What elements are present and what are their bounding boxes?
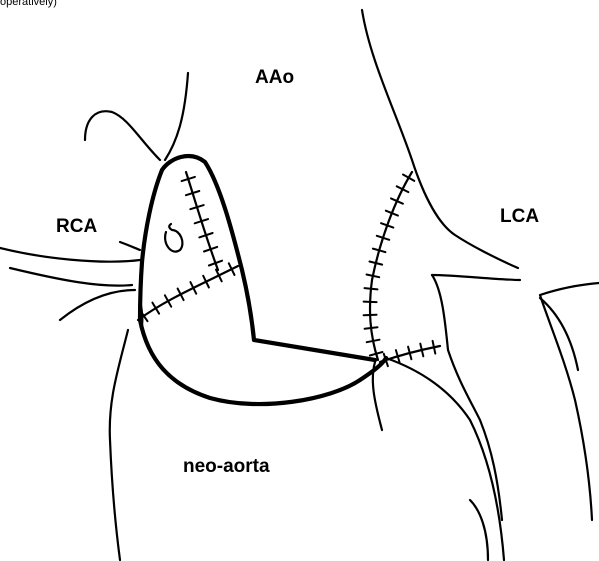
pa-suture-line: [370, 172, 412, 360]
stitch-mark: [364, 302, 377, 303]
label-rca: RCA: [56, 216, 97, 237]
suture-stitches: [140, 175, 435, 367]
rca-lower-branch-2: [60, 290, 135, 320]
stitch-mark: [365, 327, 378, 329]
neo-aorta-right-wall: [386, 358, 504, 560]
coronary-button-left-edge: [140, 170, 162, 320]
label-lca: LCA: [500, 206, 539, 227]
stitch-mark: [152, 303, 159, 314]
neo-aorta-bottom-bold: [140, 320, 386, 404]
stitch-mark: [364, 315, 377, 316]
coronary-button: [162, 156, 375, 360]
rca-upper-branch: [0, 248, 140, 262]
rca-lower-branch: [10, 268, 132, 286]
label-aao: AAo: [255, 67, 294, 88]
stitch-mark: [367, 340, 380, 343]
neo-aorta-inner-strand: [470, 500, 488, 560]
rca-upper-curl: [85, 111, 160, 160]
neo-aorta-tail: [373, 362, 382, 430]
coronary-button-bottom-suture: [138, 266, 238, 320]
aao-left-wall: [165, 73, 188, 160]
rca-stub-1: [120, 242, 140, 250]
stitch-mark: [433, 341, 436, 354]
lca-upper-line: [432, 275, 520, 280]
lca-far-right-outer: [540, 283, 599, 520]
neo-aorta-left-wall: [110, 330, 128, 560]
ostium-circle: [165, 224, 182, 252]
stitch-mark: [367, 275, 380, 278]
stitch-mark: [365, 288, 378, 289]
label-neo-aorta: neo-aorta: [183, 456, 270, 477]
